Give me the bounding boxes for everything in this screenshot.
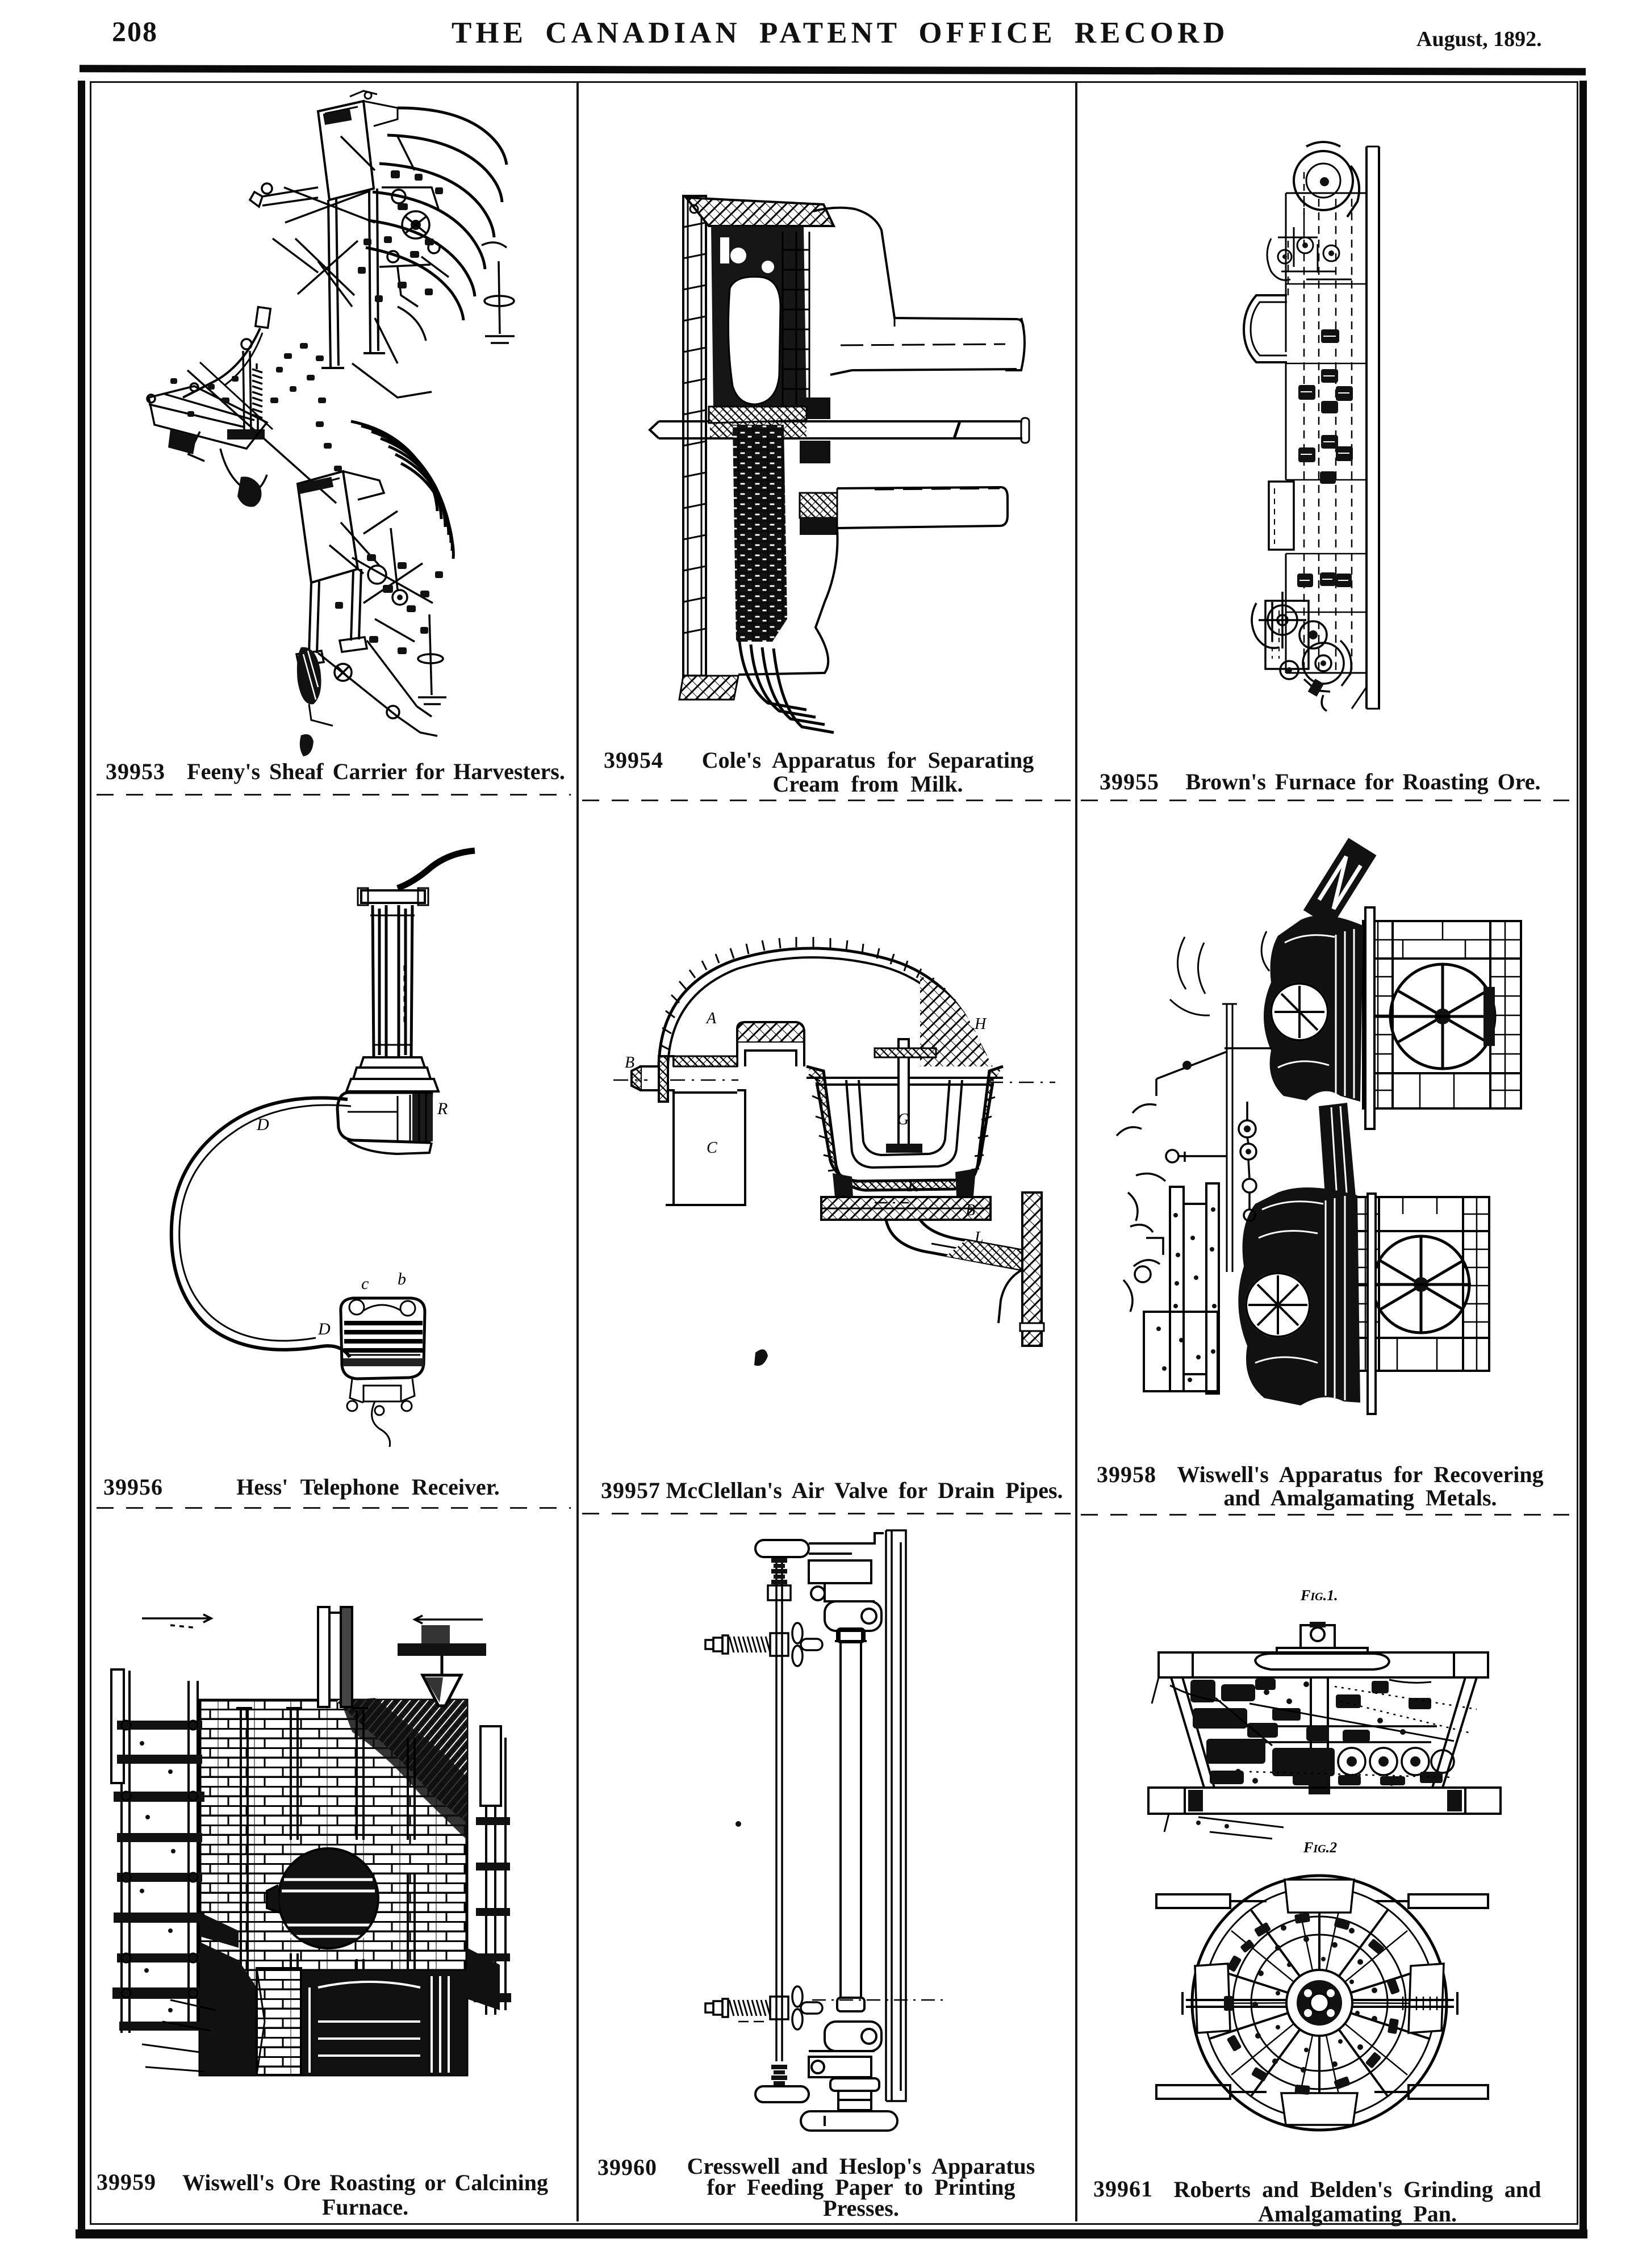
svg-text:FIG.2: FIG.2 [1303,1839,1337,1856]
svg-text:K: K [907,1178,919,1195]
svg-text:G: G [897,1111,909,1128]
svg-text:H: H [974,1015,987,1033]
svg-text:b: b [398,1270,406,1288]
svg-text:L: L [974,1229,984,1246]
svg-text:C: C [707,1139,717,1157]
svg-text:FIG.1.: FIG.1. [1300,1587,1338,1604]
svg-text:A: A [705,1010,717,1027]
svg-text:R: R [437,1099,448,1118]
svg-text:B: B [966,1202,975,1219]
svg-text:c: c [361,1274,369,1293]
svg-text:D: D [317,1320,331,1338]
svg-text:B: B [625,1054,634,1072]
svg-text:D: D [256,1115,269,1134]
